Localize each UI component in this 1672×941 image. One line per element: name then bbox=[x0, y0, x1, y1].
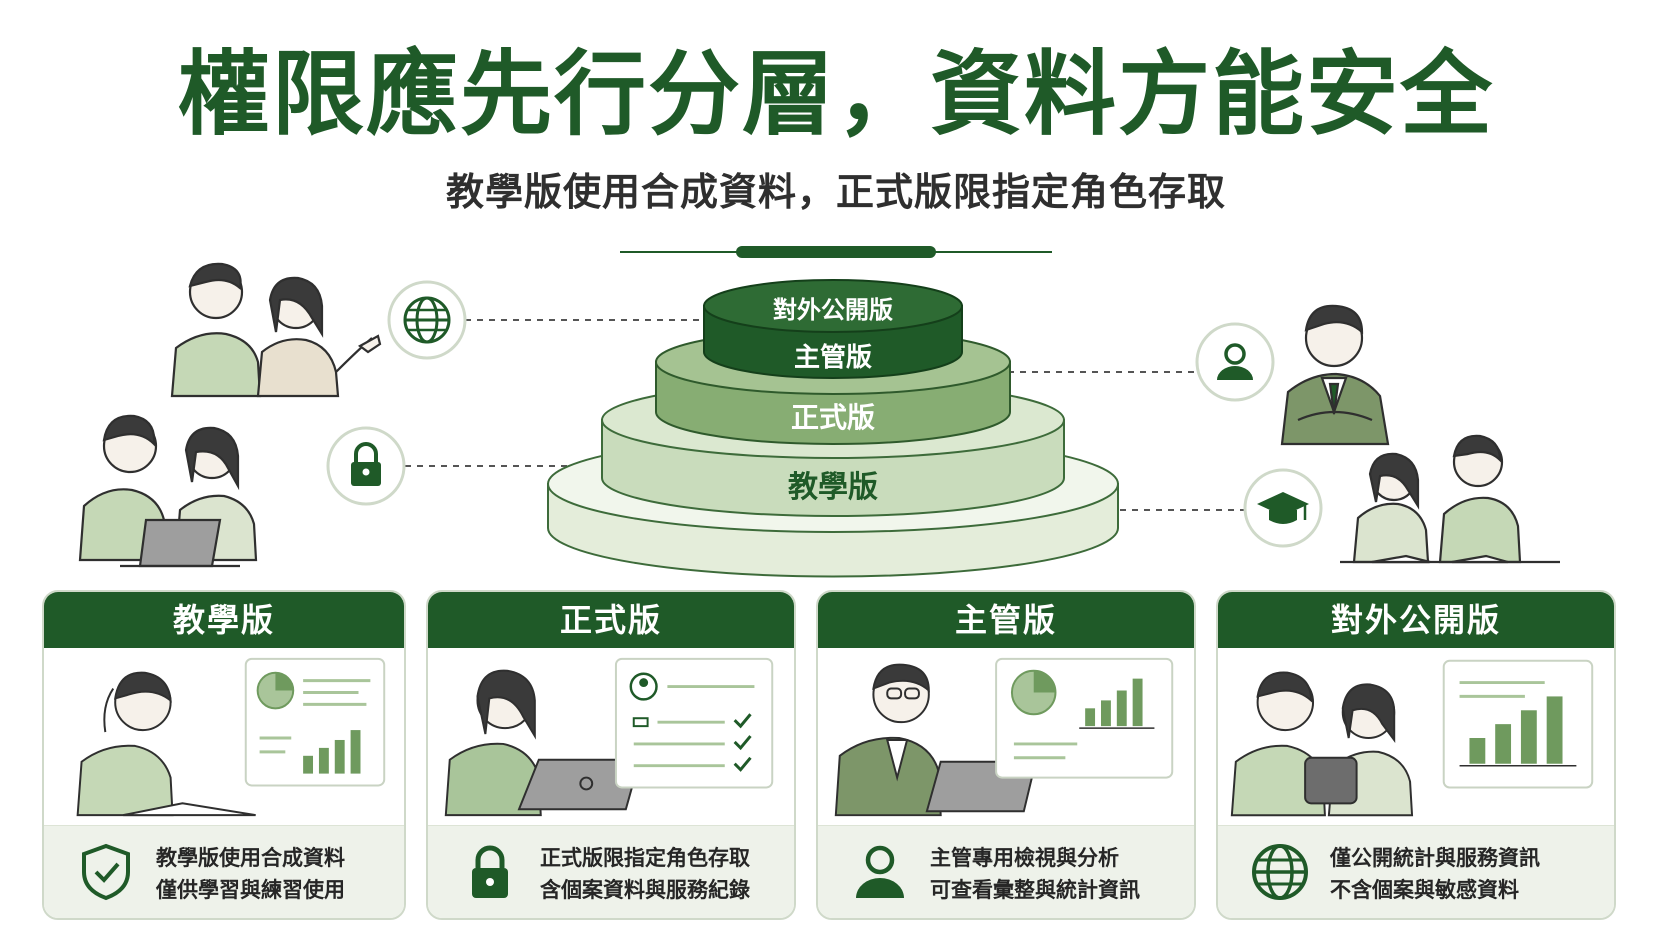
card-description: 正式版限指定角色存取 含個案資料與服務紀錄 bbox=[540, 842, 750, 906]
card-title: 教學版 bbox=[44, 592, 404, 648]
shield-check-icon bbox=[82, 843, 130, 901]
card-footer: 主管專用檢視與分析 可查看彙整與統計資訊 bbox=[818, 825, 1194, 918]
card-title: 主管版 bbox=[818, 592, 1194, 648]
card-footer: 僅公開統計與服務資訊 不含個案與敏感資料 bbox=[1218, 825, 1614, 918]
card-line-1: 僅公開統計與服務資訊 bbox=[1330, 846, 1540, 870]
people-top-left bbox=[170, 262, 382, 398]
bar-chart-panel bbox=[1442, 659, 1594, 789]
card-manager: 主管版 主管專用檢視與分析 bbox=[816, 590, 1196, 920]
card-description: 僅公開統計與服務資訊 不含個案與敏感資料 bbox=[1330, 842, 1540, 906]
card-illustration bbox=[1230, 659, 1594, 817]
checklist-panel bbox=[614, 657, 774, 789]
page-title: 權限應先行分層，資料方能安全 bbox=[177, 41, 1494, 148]
user-icon bbox=[1195, 322, 1275, 402]
card-title: 正式版 bbox=[428, 592, 794, 648]
card-formal: 正式版 正式版限指定角色存取 bbox=[426, 590, 796, 920]
card-footer: 教學版使用合成資料 僅供學習與練習使用 bbox=[44, 825, 404, 918]
pyramid: 對外公開版 主管版 正式版 教學版 bbox=[547, 279, 1119, 578]
card-line-2: 可查看彙整與統計資訊 bbox=[930, 878, 1140, 902]
analytics-panel bbox=[995, 657, 1174, 779]
card-line-2: 僅供學習與練習使用 bbox=[156, 878, 345, 902]
title-divider bbox=[620, 246, 1052, 258]
people-mid-left bbox=[78, 414, 258, 568]
user-icon bbox=[856, 845, 904, 898]
card-description: 主管專用檢視與分析 可查看彙整與統計資訊 bbox=[930, 842, 1140, 906]
tier-label-formal: 正式版 bbox=[791, 401, 875, 434]
card-line-2: 不含個案與敏感資料 bbox=[1330, 878, 1519, 902]
dashboard-panel bbox=[244, 657, 386, 787]
card-illustration bbox=[834, 657, 1174, 817]
card-line-1: 主管專用檢視與分析 bbox=[930, 846, 1119, 870]
card-teaching: 教學版 教學版使用合成資料 bbox=[42, 590, 406, 920]
lock-icon bbox=[472, 845, 508, 898]
lock-icon bbox=[326, 426, 406, 506]
tier-label-teaching: 教學版 bbox=[788, 470, 878, 505]
card-description: 教學版使用合成資料 僅供學習與練習使用 bbox=[156, 842, 345, 906]
person-top-right bbox=[1280, 304, 1390, 446]
pyramid-tier-public bbox=[703, 279, 963, 379]
tier-label-public: 對外公開版 bbox=[773, 296, 893, 324]
card-illustration bbox=[76, 657, 386, 817]
card-public: 對外公開版 僅公開統 bbox=[1216, 590, 1616, 920]
page-subtitle: 教學版使用合成資料，正式版限指定角色存取 bbox=[445, 170, 1226, 214]
people-bottom-right bbox=[1340, 434, 1560, 564]
card-line-1: 正式版限指定角色存取 bbox=[540, 846, 750, 870]
globe-icon bbox=[387, 280, 467, 360]
tier-label-manager: 主管版 bbox=[794, 343, 872, 373]
card-title: 對外公開版 bbox=[1218, 592, 1614, 648]
card-footer: 正式版限指定角色存取 含個案資料與服務紀錄 bbox=[428, 825, 794, 918]
card-line-1: 教學版使用合成資料 bbox=[156, 846, 345, 870]
graduation-cap-icon bbox=[1243, 468, 1323, 548]
card-line-2: 含個案資料與服務紀錄 bbox=[540, 878, 750, 902]
connectors bbox=[405, 319, 1245, 511]
card-illustration bbox=[444, 657, 774, 817]
globe-icon bbox=[1252, 844, 1308, 900]
